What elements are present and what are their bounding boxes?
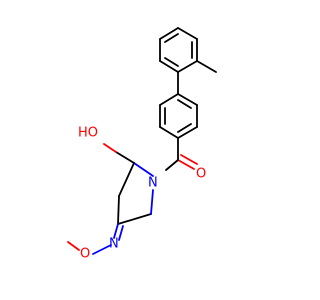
bond-layer	[67, 27, 217, 255]
bond-ring1-a	[159, 27, 179, 40]
label-layer: HO N O N O	[78, 126, 206, 262]
bond-n-c2	[133, 162, 154, 177]
structure-canvas: HO N O N O	[67, 27, 217, 262]
bond-ring2-d	[159, 126, 179, 139]
bond-ring1-e	[159, 60, 179, 73]
bond-carbonyl-2	[180, 154, 198, 165]
bond-ring1-b	[177, 27, 198, 40]
bond-o-ch3	[67, 241, 80, 251]
bond-ring2-inner-1	[177, 99, 192, 109]
bond-ring2-f	[159, 93, 179, 106]
bond-oxime-n-o	[92, 244, 112, 255]
bond-ch2-oh	[103, 143, 117, 153]
bond-ring1-d	[177, 60, 198, 73]
bond-c2-ch2	[115, 151, 135, 164]
carbonyl-oxygen-label: O	[196, 167, 206, 182]
bond-ring2-a	[177, 93, 198, 106]
bond-ring2-inner-2	[177, 123, 192, 133]
amide-nitrogen-label: N	[148, 176, 158, 191]
oxime-nitrogen-label: N	[109, 237, 119, 252]
bond-oxime-2	[118, 225, 124, 241]
bond-ring1-inner-3	[164, 57, 179, 67]
bond-c5-n	[150, 189, 154, 215]
bond-carbonyl-n	[165, 159, 179, 171]
bond-c4-c5	[117, 213, 152, 225]
molecule-drawing: HO N O N O	[67, 27, 217, 262]
bond-oxime-1	[113, 223, 119, 239]
bond-c3-c4	[117, 195, 120, 225]
hydroxyl-label: HO	[78, 126, 98, 141]
bond-ring2-c	[177, 126, 198, 139]
bond-c2-c3	[118, 162, 135, 197]
methoxy-oxygen-label: O	[80, 247, 90, 262]
bond-carbonyl-1	[177, 159, 195, 170]
bond-methyl	[196, 60, 217, 73]
bond-ring1-inner-1	[164, 33, 179, 43]
